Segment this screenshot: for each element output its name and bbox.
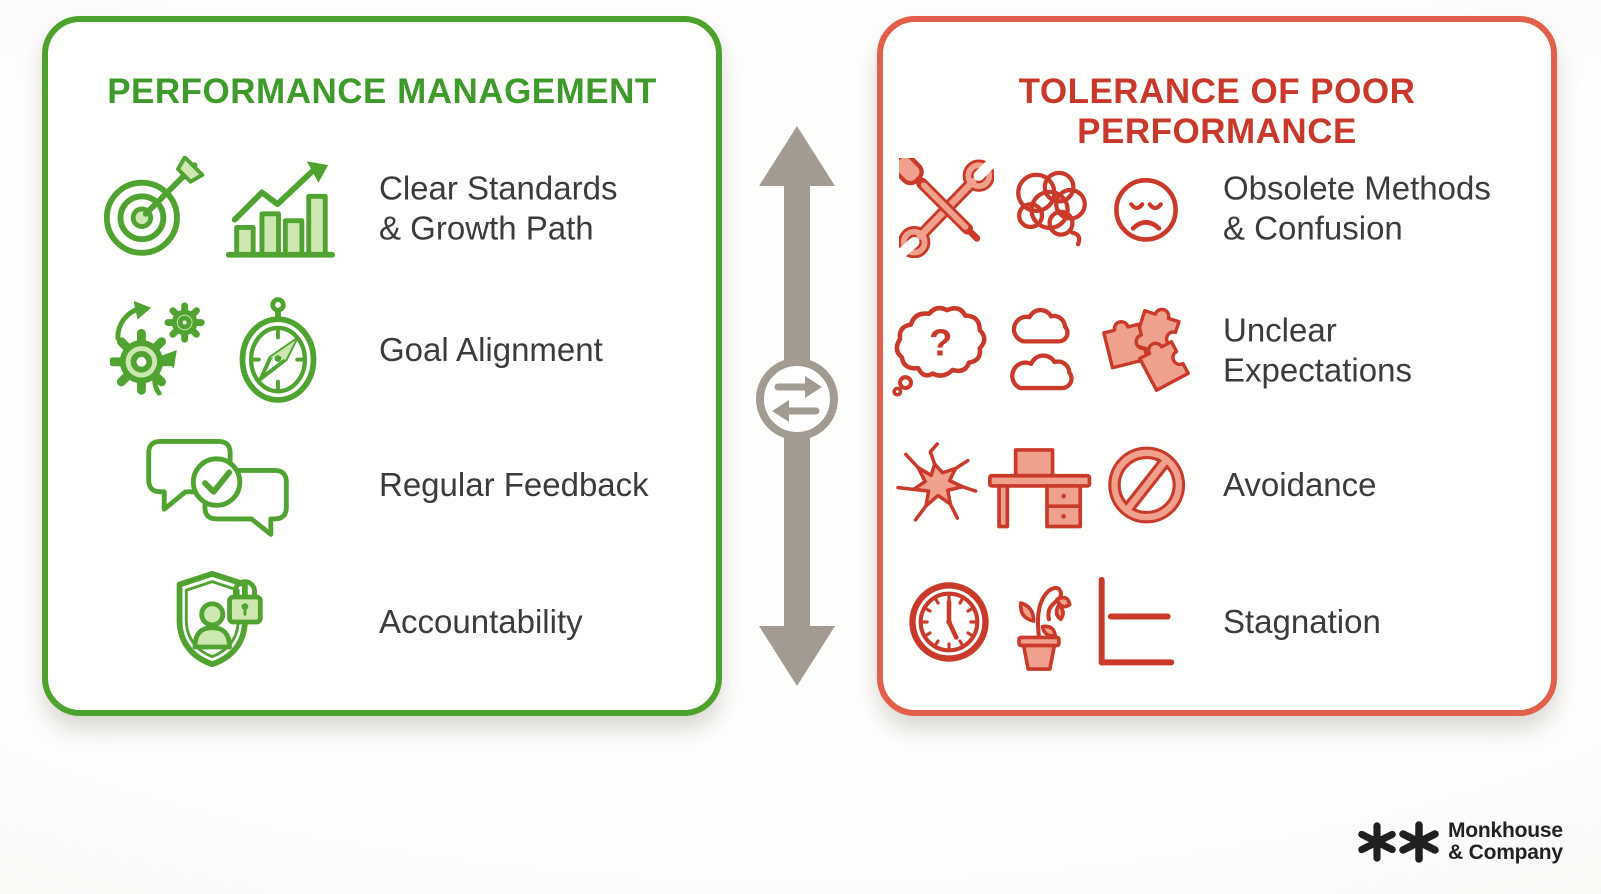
- logo-line2: & Company: [1448, 840, 1563, 864]
- monkhouse-company-logo: Monkhouse & Company: [1358, 820, 1563, 864]
- question-mark-glyph: ?: [929, 322, 952, 364]
- clouds-icon: [1009, 307, 1074, 391]
- sad-face-icon: [1114, 177, 1178, 242]
- chat-check-icon: [145, 438, 289, 537]
- double-asterisk-logo: [1358, 821, 1439, 863]
- exchange-arrows-icon: [756, 126, 838, 686]
- asterisk-icon: [1399, 821, 1439, 863]
- exchange-connector: [751, 126, 843, 686]
- row-icons: [68, 286, 368, 414]
- no-entry-icon: [1107, 446, 1185, 524]
- row-icons: [68, 144, 368, 272]
- benefit-row: Clear Standards & Growth Path: [48, 144, 716, 272]
- tangle-icon: [1016, 170, 1087, 247]
- risk-row: ? Unclear Expectations: [883, 286, 1551, 414]
- panel-title: TOLERANCE OF POOR PERFORMANCE: [1018, 72, 1416, 151]
- row-label: Regular Feedback: [379, 466, 649, 504]
- row-label: Unclear Expectations: [1223, 311, 1412, 388]
- shield-user-lock-icon: [176, 571, 263, 668]
- risk-row: Obsolete Methods & Confusion: [883, 144, 1551, 272]
- clock-icon: [909, 582, 989, 662]
- flatline-chart-icon: [1098, 576, 1175, 666]
- benefit-row: Regular Feedback: [48, 421, 716, 549]
- wilted-plant-icon: [1017, 585, 1072, 671]
- panel-title: PERFORMANCE MANAGEMENT: [107, 72, 657, 111]
- row-label: Clear Standards & Growth Path: [379, 169, 618, 246]
- row-label: Goal Alignment: [379, 331, 603, 369]
- crack-icon: [896, 442, 978, 522]
- row-label: Obsolete Methods & Confusion: [1223, 169, 1491, 246]
- compass-icon: [239, 297, 317, 403]
- row-icons: ?: [891, 286, 1191, 414]
- tolerance-poor-performance-panel: TOLERANCE OF POOR PERFORMANCE: [877, 16, 1557, 716]
- row-icons: [891, 421, 1191, 549]
- logo-line1: Monkhouse: [1448, 819, 1563, 842]
- growth-chart-icon: [225, 160, 335, 258]
- logo-wordmark: Monkhouse & Company: [1448, 820, 1563, 864]
- row-label: Avoidance: [1223, 466, 1377, 504]
- row-icons: [891, 144, 1191, 272]
- risk-row: Stagnation: [883, 558, 1551, 686]
- row-label: Accountability: [379, 603, 583, 641]
- target-arrow-icon: [103, 155, 205, 256]
- desk-icon: [988, 448, 1092, 529]
- gears-sync-icon: [110, 300, 205, 396]
- benefit-row: Accountability: [48, 558, 716, 686]
- row-icons: [68, 421, 368, 549]
- benefit-row: Goal Alignment: [48, 286, 716, 414]
- row-icons: [891, 558, 1191, 686]
- performance-management-panel: PERFORMANCE MANAGEMENT Clear Standards &…: [42, 16, 722, 716]
- risk-row: Avoidance: [883, 421, 1551, 549]
- row-label: Stagnation: [1223, 603, 1381, 641]
- row-icons: [68, 558, 368, 686]
- crossed-tools-icon: [899, 158, 994, 258]
- question-thought-bubble-icon: ?: [892, 305, 987, 397]
- puzzle-pieces-icon: [1102, 307, 1190, 392]
- asterisk-icon: [1358, 822, 1396, 862]
